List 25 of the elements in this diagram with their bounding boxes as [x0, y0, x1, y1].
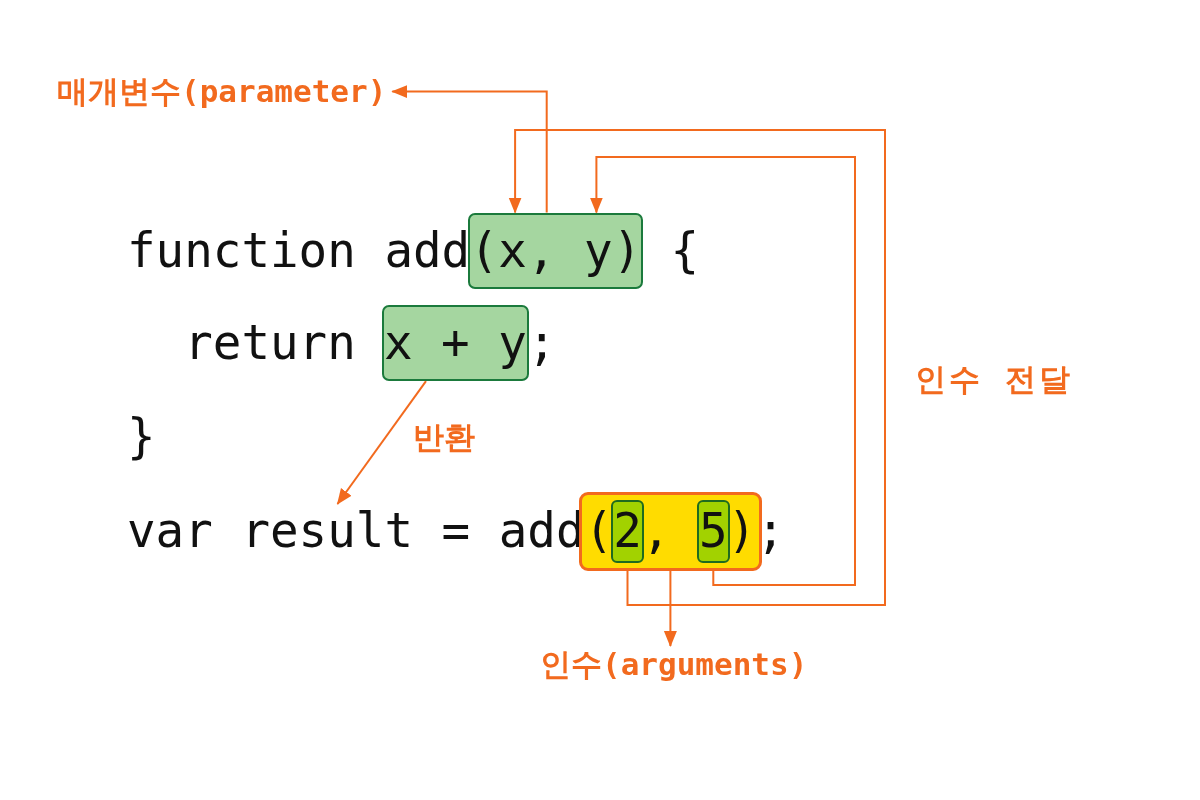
connector-arrow	[508, 129, 886, 606]
code-text: (x, y)	[469, 223, 642, 279]
connector-arrow	[391, 85, 548, 214]
code-text: return	[184, 316, 356, 371]
code-text: }	[127, 410, 156, 465]
highlight-box	[381, 304, 529, 382]
code-text: ;	[756, 504, 785, 559]
code-text: )	[727, 504, 757, 559]
annotation-label: 인수(arguments)	[540, 646, 808, 684]
code-text: function add	[127, 224, 471, 279]
code-text: ,	[641, 504, 671, 559]
code-text: ;	[527, 316, 556, 371]
highlight-box	[578, 492, 763, 571]
annotation-label: 인수 전달	[915, 361, 1073, 399]
code-text: var result = add	[127, 504, 585, 559]
highlight-box	[467, 212, 644, 290]
connector-arrow	[663, 569, 677, 647]
code-text: x + y	[383, 315, 527, 371]
code-text: 5	[699, 504, 728, 559]
code-text: {	[670, 224, 699, 279]
code-text: (	[584, 504, 614, 559]
connector-arrow	[336, 380, 427, 505]
code-text: 2	[613, 504, 642, 559]
annotation-label: 매개변수(parameter)	[57, 73, 387, 111]
connector-arrow	[589, 156, 856, 586]
